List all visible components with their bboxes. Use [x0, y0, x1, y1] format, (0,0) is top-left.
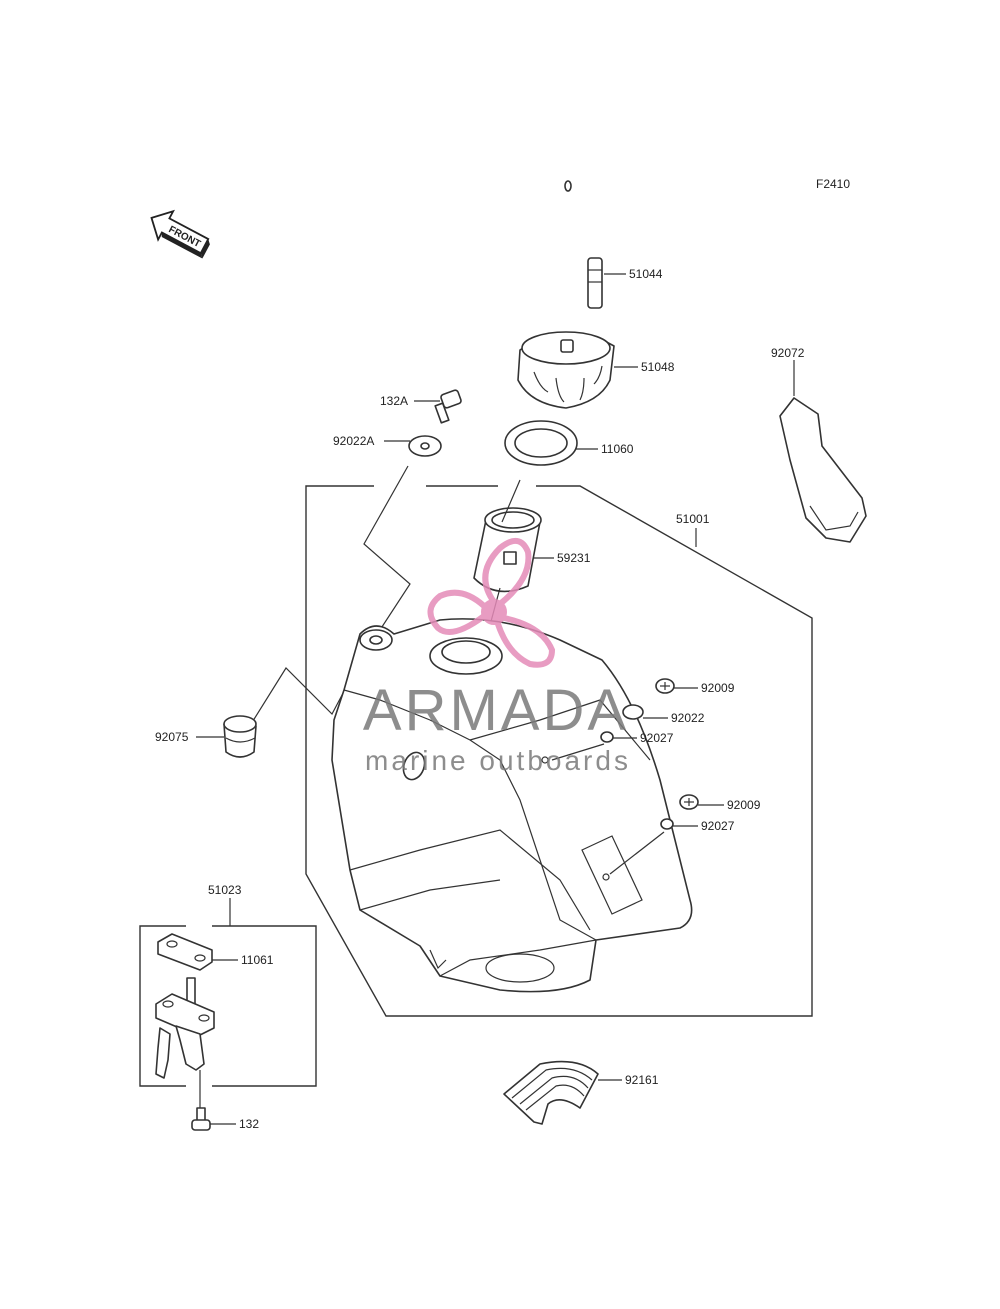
label-51023: 51023: [208, 883, 242, 897]
fuel-cock-frame: [139, 925, 186, 1087]
label-51048: 51048: [641, 360, 675, 374]
cap-gasket: [504, 420, 578, 466]
label-92022a: 92022A: [333, 434, 374, 448]
washer-92022: [622, 704, 644, 720]
label-92072: 92072: [771, 346, 805, 360]
fuel-tank: [331, 618, 693, 993]
label-92161: 92161: [625, 1073, 659, 1087]
label-132a: 132A: [380, 394, 408, 408]
bolt-132: [191, 1107, 211, 1131]
nut-upper: [600, 731, 614, 743]
watermark-tagline: marine outboards: [365, 745, 631, 776]
label-59231: 59231: [557, 551, 591, 565]
screw-lower: [679, 794, 699, 810]
propeller-logo-icon: [427, 538, 556, 668]
label-92009-lower: 92009: [727, 798, 761, 812]
tank-pad: [503, 1060, 599, 1125]
label-92022: 92022: [671, 711, 705, 725]
watermark-brand: ARMADA: [363, 678, 629, 743]
tank-strap: [779, 397, 867, 543]
fuel-cap: [517, 331, 615, 409]
cock-gasket: [157, 933, 213, 971]
fuel-cock: [155, 977, 215, 1079]
label-51044: 51044: [629, 267, 663, 281]
label-11061: 11061: [241, 953, 274, 967]
figure-code: F2410: [816, 177, 850, 191]
label-132: 132: [239, 1117, 259, 1131]
front-arrow-icon: FRONT: [150, 209, 210, 259]
label-92075: 92075: [155, 730, 189, 744]
breather-hose: [564, 174, 654, 309]
label-11060: 11060: [601, 442, 634, 456]
bolt-132a: [434, 389, 462, 424]
nut-lower: [660, 818, 674, 830]
fuel-tank-frame: [305, 485, 813, 1017]
label-92009-upper: 92009: [701, 681, 735, 695]
label-92027-upper: 92027: [640, 731, 674, 745]
label-92027-lower: 92027: [701, 819, 735, 833]
label-51001: 51001: [676, 512, 710, 526]
watermark: ARMADA marine outboards: [363, 538, 631, 776]
damper: [223, 715, 257, 758]
screw-upper: [655, 678, 675, 694]
washer-92022a: [408, 435, 442, 457]
